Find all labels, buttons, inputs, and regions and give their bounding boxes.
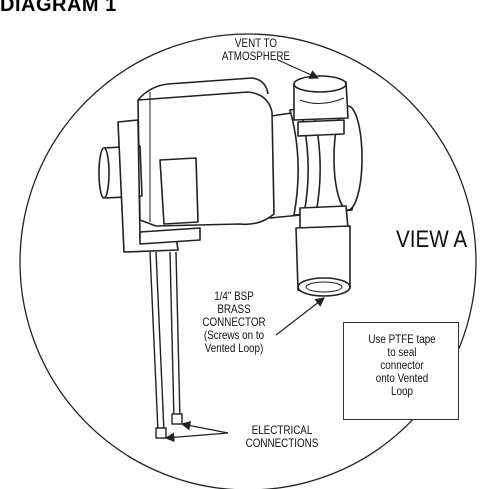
electrical-label: ELECTRICAL CONNECTIONS [241, 424, 323, 450]
note-line: onto Vented [375, 371, 429, 385]
note-text: Use PTFE tape to seal connector onto Ven… [354, 333, 449, 398]
connector-label-line: BRASS [217, 302, 251, 316]
connector-label-line: CONNECTOR [202, 315, 266, 329]
electrical-leader-1 [164, 432, 229, 443]
view-circle [19, 33, 477, 489]
diagram-title: DIAGRAM 1 [0, 0, 117, 16]
vent-label: VENT TO ATMOSPHERE [215, 37, 297, 63]
note-box: Use PTFE tape to seal connector onto Ven… [343, 322, 459, 420]
vent-leader [277, 59, 320, 79]
electrical-label-line: ELECTRICAL [251, 423, 313, 437]
connector-label-line: (Screws on to [203, 328, 265, 342]
connector-leader [275, 297, 325, 336]
electrical-leader-2 [180, 420, 229, 434]
connector-label: 1/4" BSP BRASS CONNECTOR (Screws on to V… [193, 290, 275, 355]
electrical-label-line: CONNECTIONS [245, 436, 319, 450]
view-label: VIEW A [396, 226, 468, 253]
connector-label-line: Vented Loop) [204, 341, 264, 355]
note-line: Loop [391, 384, 413, 398]
note-line: Use PTFE tape [368, 332, 436, 346]
vent-label-line: VENT TO [234, 36, 278, 50]
vent-label-line: ATMOSPHERE [221, 49, 291, 63]
solenoid-housing [137, 91, 275, 227]
note-line: connector [380, 358, 424, 372]
note-line: to seal [387, 345, 417, 359]
connector-label-line: 1/4" BSP [214, 289, 254, 303]
